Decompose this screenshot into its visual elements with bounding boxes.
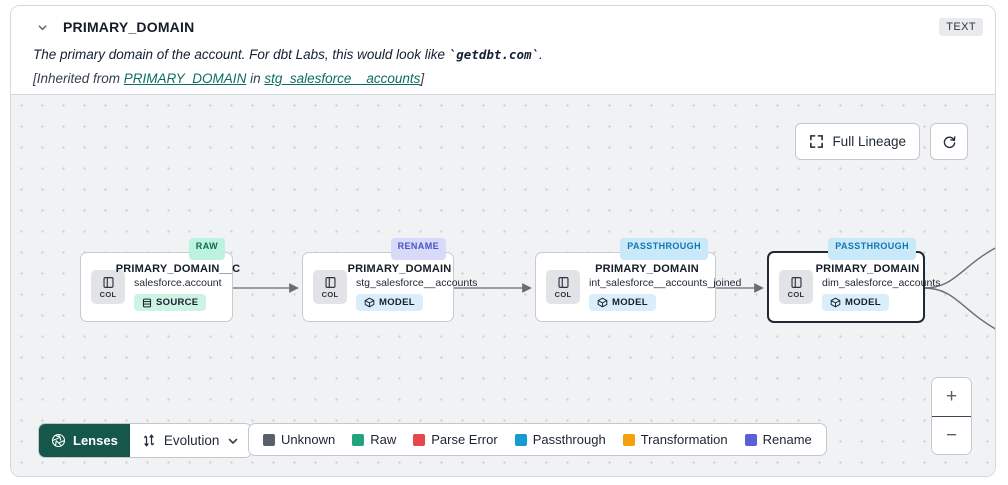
inherited-from-line: [Inherited from PRIMARY_DOMAIN in stg_sa… [33,70,981,89]
node-column-name: PRIMARY_DOMAIN__C [115,263,241,275]
legend-item-unknown: Unknown [263,432,335,447]
node-model-name: dim_salesforce_accounts [822,277,941,289]
column-kind-icon: COL [546,270,580,304]
selected-lens-label: Evolution [163,433,220,448]
description-code: `getdbt.com` [448,47,540,62]
column-description: The primary domain of the account. For d… [33,45,981,65]
inherited-in-text: in [246,70,265,86]
resource-type-label: MODEL [845,297,881,308]
node-model-name: int_salesforce__accounts_joined [589,277,742,289]
lineage-node-staging[interactable]: RENAME COL PRIMARY_DOMAIN stg_salesforce… [302,238,477,322]
evolution-legend: Unknown Raw Parse Error Passthrough Tran… [248,423,827,456]
refresh-button[interactable] [930,123,968,160]
legend-swatch [263,433,275,446]
column-lineage-panel: PRIMARY_DOMAIN TEXT The primary domain o… [10,5,996,477]
zoom-controls: + − [931,377,972,455]
zoom-in-button[interactable]: + [932,378,971,416]
lineage-canvas[interactable]: Full Lineage RAW COL PRIMARY_DOMAIN__C s… [11,94,995,476]
evolution-badge-passthrough: PASSTHROUGH [620,238,708,260]
resource-type-chip: MODEL [822,294,889,311]
column-name-title: PRIMARY_DOMAIN [63,19,195,35]
legend-swatch [622,433,635,446]
legend-label: Passthrough [532,432,606,447]
inherited-column-link[interactable]: PRIMARY_DOMAIN [123,70,247,86]
zoom-out-button[interactable]: − [932,416,971,454]
full-lineage-label: Full Lineage [832,134,906,149]
refresh-icon [941,133,958,150]
node-model-name: salesforce.account [134,277,222,289]
resource-type-label: MODEL [612,297,648,308]
inherited-open-bracket: [Inherited from [33,70,124,86]
inherited-close-bracket: ] [420,70,425,86]
evolution-lens-icon [142,433,156,448]
evolution-badge-raw: RAW [188,238,225,260]
lenses-label: Lenses [73,433,118,448]
lenses-control: Lenses Evolution [38,423,253,458]
column-kind-icon: COL [313,270,347,304]
col-label: COL [99,289,117,299]
lineage-node-intermediate[interactable]: PASSTHROUGH COL PRIMARY_DOMAIN int_sales… [535,238,741,322]
column-kind-icon: COL [779,270,813,304]
aperture-icon [51,433,66,448]
legend-label: Parse Error [431,432,498,447]
model-icon [597,297,608,308]
legend-swatch [352,433,365,446]
node-model-name: stg_salesforce__accounts [356,277,478,289]
lens-selector-dropdown[interactable]: Evolution [129,424,252,457]
legend-item-rename: Rename [744,432,812,447]
evolution-badge-rename: RENAME [390,238,446,260]
lineage-node-dim-selected[interactable]: PASSTHROUGH COL PRIMARY_DOMAIN dim_sales… [767,238,940,323]
legend-item-passthrough: Passthrough [514,432,606,447]
legend-label: Rename [762,432,812,447]
inherited-model-link[interactable]: stg_salesforce__accounts [264,70,421,86]
evolution-badge-passthrough: PASSTHROUGH [828,238,916,260]
fullscreen-corners-icon [809,134,824,149]
description-period: . [539,47,543,62]
col-label: COL [321,289,339,299]
legend-label: Unknown [281,432,336,447]
legend-swatch [744,433,757,446]
legend-item-parse-error: Parse Error [413,432,498,447]
node-column-name: PRIMARY_DOMAIN [815,263,920,275]
column-header: PRIMARY_DOMAIN TEXT The primary domain o… [11,6,995,97]
column-kind-icon: COL [91,270,125,304]
data-type-badge: TEXT [939,18,983,36]
col-label: COL [787,289,805,299]
resource-type-label: MODEL [379,297,415,308]
model-icon [830,297,841,308]
description-text: The primary domain of the account. For d… [33,47,449,62]
legend-item-transformation: Transformation [622,432,728,447]
source-icon [142,298,152,308]
node-column-name: PRIMARY_DOMAIN [595,263,699,275]
full-lineage-button[interactable]: Full Lineage [795,123,920,160]
legend-item-raw: Raw [352,432,396,447]
chevron-down-icon [227,435,239,447]
lineage-node-source[interactable]: RAW COL PRIMARY_DOMAIN__C salesforce.acc… [80,238,240,322]
resource-type-label: SOURCE [156,297,199,308]
legend-swatch [514,433,527,446]
legend-label: Transformation [640,432,728,447]
lenses-button[interactable]: Lenses [39,424,130,457]
legend-label: Raw [370,432,397,447]
resource-type-chip: SOURCE [134,294,207,311]
resource-type-chip: MODEL [356,294,423,311]
model-icon [364,297,375,308]
resource-type-chip: MODEL [589,294,656,311]
collapse-chevron-icon[interactable] [33,18,51,36]
legend-swatch [413,433,426,446]
col-label: COL [554,289,572,299]
node-column-name: PRIMARY_DOMAIN [347,263,452,275]
